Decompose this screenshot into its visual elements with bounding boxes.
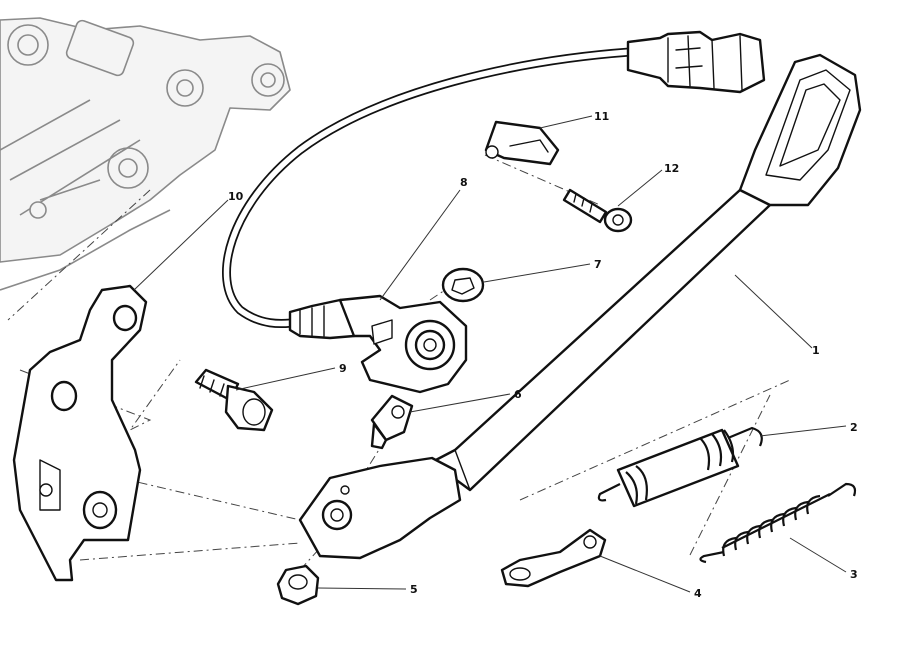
callout-11: 11 (594, 110, 609, 123)
callout-7: 7 (594, 258, 602, 271)
cable-connector (626, 30, 766, 94)
callout-3: 3 (850, 568, 858, 581)
switch-cable (222, 47, 635, 329)
bracket-screw (194, 368, 274, 432)
side-stand (298, 53, 862, 560)
callout-8: 8 (460, 176, 468, 189)
washer (441, 267, 485, 303)
callout-leaders (133, 115, 847, 593)
nut (276, 564, 320, 606)
callout-6: 6 (514, 388, 522, 401)
callout-10: 10 (228, 190, 244, 203)
callout-labels: 1 2 3 4 5 6 7 8 9 10 11 12 (228, 110, 858, 600)
callout-4: 4 (694, 587, 702, 600)
pivot-bolt (370, 394, 414, 450)
callout-9: 9 (339, 362, 347, 375)
outer-spring (699, 482, 857, 564)
callout-1: 1 (812, 344, 820, 357)
mounting-bracket (12, 284, 148, 582)
callout-5: 5 (410, 583, 418, 596)
spring-plate (500, 528, 607, 588)
clip-screw (562, 188, 633, 233)
inner-spring (597, 426, 763, 508)
cable-clip (484, 120, 560, 166)
callout-12: 12 (664, 162, 679, 175)
side-stand-switch (288, 294, 468, 394)
engine-case-ghost (0, 17, 291, 291)
callout-2: 2 (850, 421, 858, 434)
